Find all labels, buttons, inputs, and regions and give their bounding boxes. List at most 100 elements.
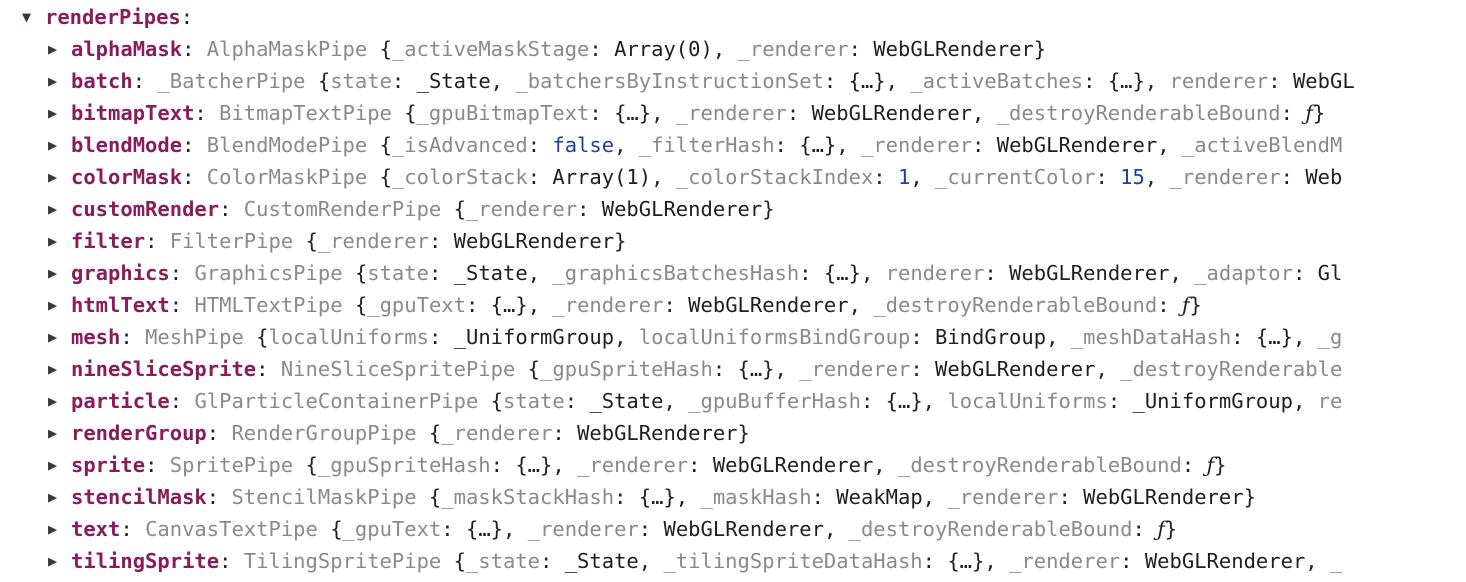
triangle-right-icon[interactable]: ▶ bbox=[48, 392, 58, 410]
tree-row-htmlText[interactable]: ▶htmlText: HTMLTextPipe {_gpuText: {…}, … bbox=[48, 289, 1432, 321]
tree-row-nineSliceSprite[interactable]: ▶nineSliceSprite: NineSliceSpritePipe {_… bbox=[48, 353, 1432, 385]
colon: : bbox=[428, 229, 454, 253]
tree-row-filter[interactable]: ▶filter: FilterPipe {_renderer: WebGLRen… bbox=[48, 225, 1432, 257]
separator: , bbox=[1169, 261, 1195, 285]
separator: , bbox=[1305, 549, 1330, 573]
tree-row-particle[interactable]: ▶particle: GlParticleContainerPipe {stat… bbox=[48, 385, 1432, 417]
tree-row-text[interactable]: ▶text: CanvasTextPipe {_gpuText: {…}, _r… bbox=[48, 513, 1432, 545]
triangle-right-icon[interactable]: ▶ bbox=[48, 328, 58, 346]
class-name: TilingSpritePipe bbox=[243, 549, 442, 573]
triangle-right-icon[interactable]: ▶ bbox=[48, 360, 58, 378]
class-name: FilterPipe bbox=[169, 229, 294, 253]
separator: , bbox=[1144, 165, 1170, 189]
prop-value: WebGLRenderer bbox=[1144, 549, 1306, 573]
tree-row-sprite[interactable]: ▶sprite: SpritePipe {_gpuSpriteHash: {…}… bbox=[48, 449, 1432, 481]
prop-value: {…} bbox=[638, 485, 676, 509]
class-name: AlphaMaskPipe bbox=[206, 37, 368, 61]
prop-key: state bbox=[330, 69, 392, 93]
triangle-right-icon[interactable]: ▶ bbox=[48, 72, 58, 90]
prop-key: _renderer bbox=[1169, 165, 1281, 189]
colon: : bbox=[1058, 485, 1084, 509]
tree-row-mesh[interactable]: ▶mesh: MeshPipe {localUniforms: _Uniform… bbox=[48, 321, 1432, 353]
tree-row-blendMode[interactable]: ▶blendMode: BlendModePipe {_isAdvanced: … bbox=[48, 129, 1432, 161]
prop-key: _destroyRenderableBound bbox=[873, 293, 1158, 317]
class-name: MeshPipe bbox=[145, 325, 244, 349]
triangle-right-icon[interactable]: ▶ bbox=[48, 424, 58, 442]
triangle-right-icon[interactable]: ▶ bbox=[48, 232, 58, 250]
prop-key: _gpuText bbox=[342, 517, 442, 541]
prop-key: _activeBlendM bbox=[1181, 133, 1343, 157]
triangle-right-icon[interactable]: ▶ bbox=[48, 296, 58, 314]
prop-value: WebGLRenderer bbox=[811, 101, 973, 125]
prop-key: _renderer bbox=[860, 133, 973, 157]
triangle-right-icon[interactable]: ▶ bbox=[48, 136, 58, 154]
prop-key: _destroyRenderableBound bbox=[848, 517, 1133, 541]
property-key: colorMask bbox=[71, 165, 183, 189]
class-name: _BatcherPipe bbox=[157, 69, 306, 93]
colon: : bbox=[860, 389, 886, 413]
triangle-right-icon[interactable]: ▶ bbox=[48, 520, 58, 538]
property-key: text bbox=[71, 517, 121, 541]
prop-key: _batchersByInstructionSet bbox=[515, 69, 824, 93]
prop-key: _renderer bbox=[675, 101, 787, 125]
class-name: GlParticleContainerPipe bbox=[194, 389, 479, 413]
separator: , bbox=[885, 69, 911, 93]
prop-value: WebGLRenderer bbox=[601, 197, 763, 221]
tree-row-renderPipes[interactable]: ▼renderPipes: bbox=[22, 1, 1442, 33]
prop-value: {…} bbox=[885, 389, 923, 413]
triangle-down-icon[interactable]: ▼ bbox=[22, 8, 32, 26]
colon: : bbox=[663, 293, 689, 317]
prop-key: _destroyRenderableBound bbox=[897, 453, 1182, 477]
triangle-right-icon[interactable]: ▶ bbox=[48, 488, 58, 506]
separator: , bbox=[638, 549, 664, 573]
brace-open: { bbox=[416, 485, 442, 509]
tree-row-stencilMask[interactable]: ▶stencilMask: StencilMaskPipe {_maskStac… bbox=[48, 481, 1432, 513]
brace-close: } bbox=[1189, 293, 1202, 317]
tree-row-bitmapText[interactable]: ▶bitmapText: BitmapTextPipe {_gpuBitmapT… bbox=[48, 97, 1432, 129]
separator: , bbox=[823, 517, 849, 541]
tree-row-graphics[interactable]: ▶graphics: GraphicsPipe {state: _State, … bbox=[48, 257, 1432, 289]
colon: : bbox=[206, 485, 232, 509]
triangle-right-icon[interactable]: ▶ bbox=[48, 168, 58, 186]
brace-open: { bbox=[305, 69, 331, 93]
prop-key: _currentColor bbox=[935, 165, 1096, 189]
colon: : bbox=[1280, 101, 1306, 125]
triangle-right-icon[interactable]: ▶ bbox=[48, 264, 58, 282]
prop-key: _gpuBufferHash bbox=[688, 389, 861, 413]
class-name: SpritePipe bbox=[169, 453, 294, 477]
property-key: filter bbox=[71, 229, 146, 253]
triangle-right-icon[interactable]: ▶ bbox=[48, 200, 58, 218]
colon: : bbox=[527, 133, 553, 157]
triangle-right-icon[interactable]: ▶ bbox=[48, 40, 58, 58]
colon: : bbox=[169, 389, 195, 413]
tree-row-alphaMask[interactable]: ▶alphaMask: AlphaMaskPipe {_activeMaskSt… bbox=[48, 33, 1432, 65]
prop-key: _isAdvanced bbox=[391, 133, 528, 157]
prop-value: _State bbox=[453, 261, 528, 285]
colon: : bbox=[910, 325, 935, 349]
brace-open: { bbox=[416, 421, 442, 445]
colon: : bbox=[972, 133, 997, 157]
triangle-right-icon[interactable]: ▶ bbox=[48, 456, 58, 474]
tree-row-colorMask[interactable]: ▶colorMask: ColorMaskPipe {_colorStack: … bbox=[48, 161, 1432, 193]
colon: : bbox=[552, 421, 578, 445]
prop-value: WebGL bbox=[1292, 69, 1355, 93]
prop-key: _renderer bbox=[799, 357, 911, 381]
tree-row-customRender[interactable]: ▶customRender: CustomRenderPipe {_render… bbox=[48, 193, 1432, 225]
property-key: nineSliceSprite bbox=[71, 357, 257, 381]
prop-key: _meshDataHash bbox=[1070, 325, 1232, 349]
tree-row-tilingSprite[interactable]: ▶tilingSprite: TilingSpritePipe {_state:… bbox=[48, 545, 1432, 577]
brace-open: { bbox=[367, 165, 392, 189]
triangle-right-icon[interactable]: ▶ bbox=[48, 552, 58, 570]
prop-key: _maskHash bbox=[700, 485, 812, 509]
colon: : bbox=[1107, 389, 1133, 413]
colon: : bbox=[922, 549, 948, 573]
colon: : bbox=[465, 293, 491, 317]
triangle-right-icon[interactable]: ▶ bbox=[48, 104, 58, 122]
prop-key: _gpuBitmapText bbox=[416, 101, 590, 125]
class-name: HTMLTextPipe bbox=[194, 293, 343, 317]
separator: , bbox=[774, 357, 800, 381]
property-key: htmlText bbox=[71, 293, 170, 317]
tree-row-renderGroup[interactable]: ▶renderGroup: RenderGroupPipe {_renderer… bbox=[48, 417, 1432, 449]
tree-row-batch[interactable]: ▶batch: _BatcherPipe {state: _State, _ba… bbox=[48, 65, 1432, 97]
colon: : bbox=[120, 517, 146, 541]
